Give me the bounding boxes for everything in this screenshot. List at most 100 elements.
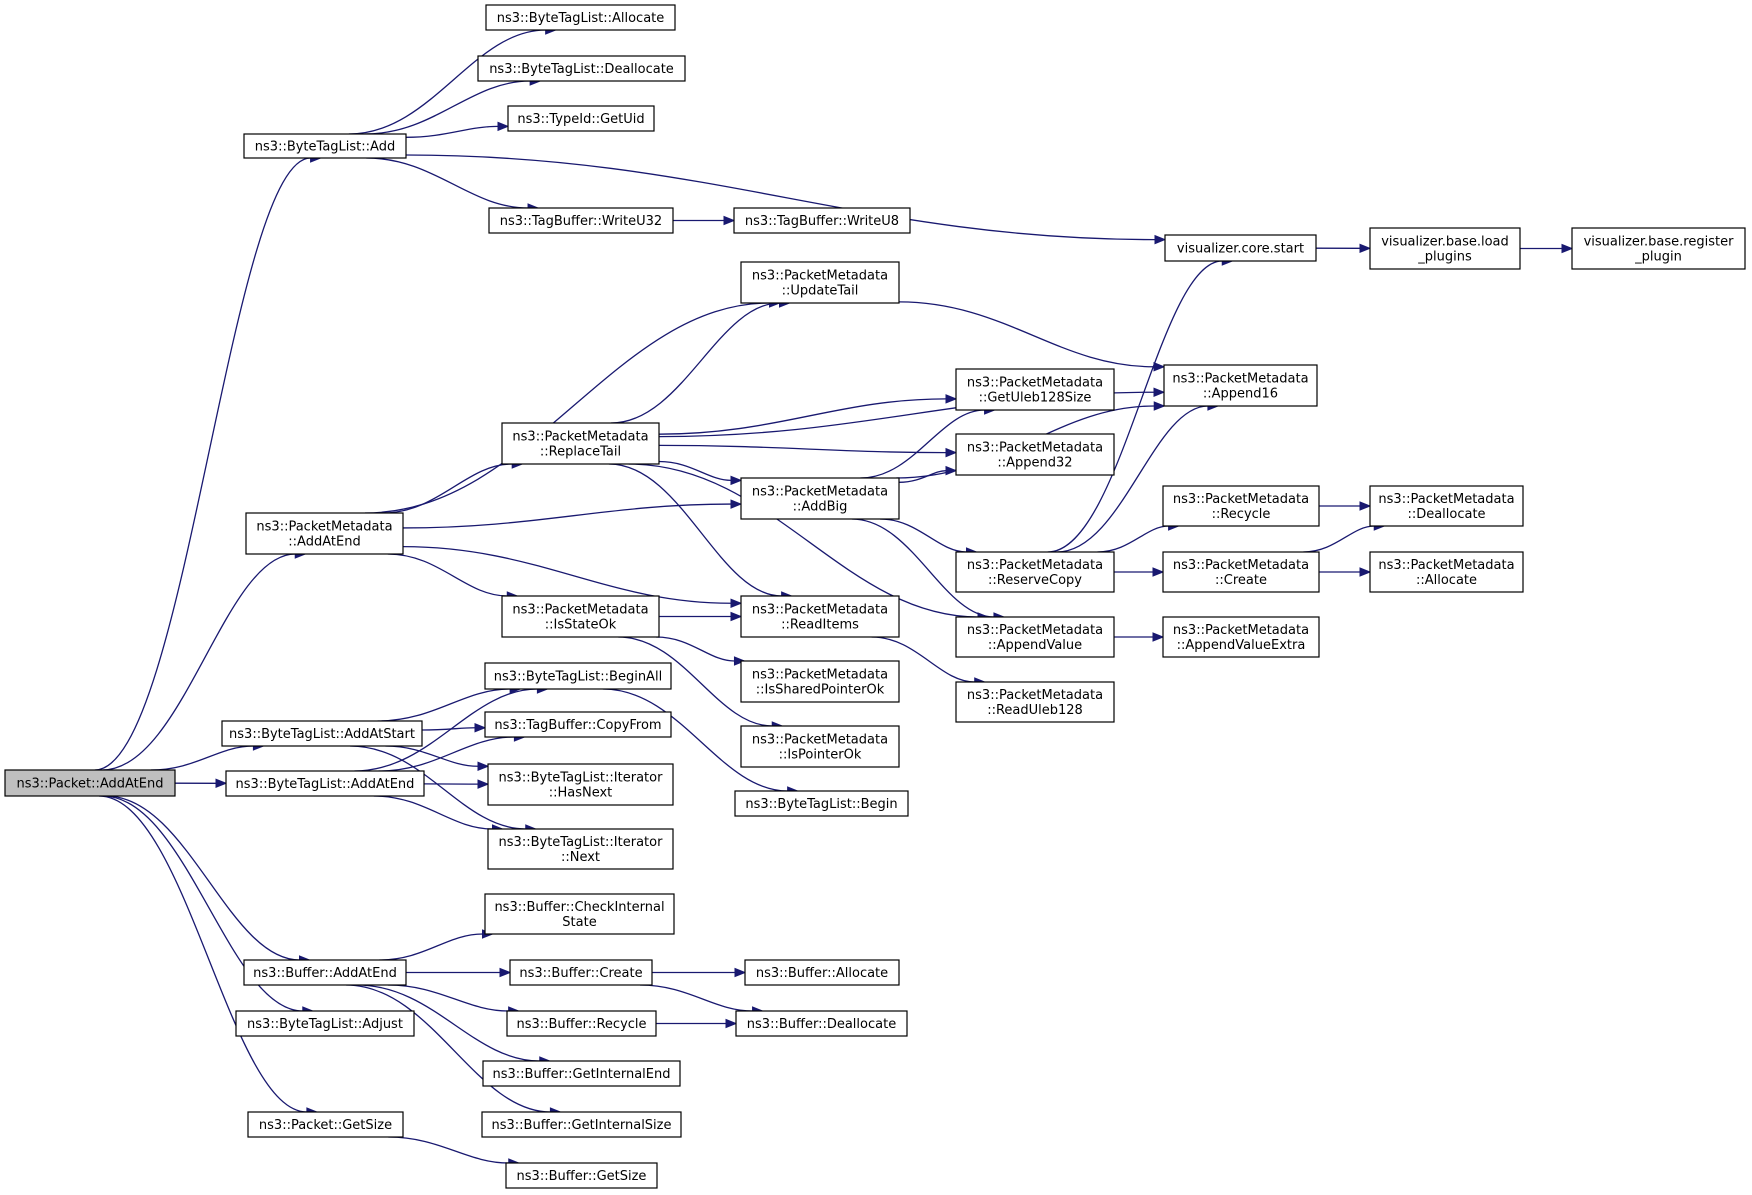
node-box <box>955 433 1115 476</box>
function-node[interactable]: ns3::TagBuffer::CopyFrom <box>484 711 672 738</box>
call-edge-line <box>421 727 476 731</box>
node-label: ns3::PacketMetadata <box>1173 623 1309 638</box>
function-node[interactable]: ns3::PacketMetadata::Append16 <box>1163 364 1318 407</box>
function-node[interactable]: ns3::Buffer::Allocate <box>744 959 900 986</box>
nodes-layer: ns3::Packet::AddAtEndns3::ByteTagList::A… <box>4 4 1746 1189</box>
function-node[interactable]: ns3::PacketMetadata::AddBig <box>740 477 900 520</box>
function-node[interactable]: ns3::Buffer::GetInternalEnd <box>482 1060 681 1087</box>
function-node[interactable]: ns3::PacketMetadata::AppendValue <box>955 616 1115 658</box>
arrowhead <box>945 447 958 458</box>
arrowhead <box>734 967 747 978</box>
node-label: ::AddBig <box>793 500 848 515</box>
call-edge-line <box>628 463 979 618</box>
node-label: ::Deallocate <box>1407 507 1485 522</box>
function-node[interactable]: visualizer.base.register_plugin <box>1571 227 1746 270</box>
node-label: ns3::PacketMetadata <box>967 376 1103 391</box>
function-node[interactable]: ns3::PacketMetadata::Deallocate <box>1369 485 1524 527</box>
function-node[interactable]: ns3::PacketMetadata::UpdateTail <box>740 261 900 304</box>
call-edge-line <box>364 302 770 514</box>
function-node[interactable]: ns3::ByteTagList::Begin <box>734 790 909 817</box>
node-label: ns3::PacketMetadata <box>256 520 392 535</box>
node-box <box>955 616 1115 658</box>
node-label: ns3::PacketMetadata <box>967 441 1103 456</box>
function-node[interactable]: ns3::PacketMetadata::ReadItems <box>740 595 900 638</box>
call-edge-line <box>610 302 780 424</box>
call-edge-line <box>879 518 967 553</box>
node-label: ns3::Packet::GetSize <box>259 1118 392 1133</box>
function-node[interactable]: ns3::Buffer::Deallocate <box>735 1010 908 1037</box>
call-edge <box>382 459 524 514</box>
function-node[interactable]: ns3::ByteTagList::Deallocate <box>477 55 686 82</box>
function-node[interactable]: ns3::PacketMetadata::Recycle <box>1162 485 1320 527</box>
function-node[interactable]: ns3::TypeId::GetUid <box>507 105 655 132</box>
call-edge-line <box>385 745 479 767</box>
function-node[interactable]: ns3::Buffer::Recycle <box>506 1010 657 1037</box>
function-node[interactable]: ns3::ByteTagList::AddAtStart <box>221 720 423 747</box>
function-node[interactable]: ns3::ByteTagList::Allocate <box>485 4 676 31</box>
function-node[interactable]: ns3::ByteTagList::Adjust <box>235 1010 415 1037</box>
function-node[interactable]: visualizer.base.load_plugins <box>1369 227 1521 270</box>
call-edge-line <box>658 460 732 482</box>
function-node[interactable]: ns3::Buffer::AddAtEnd <box>243 959 407 986</box>
call-edge-line <box>346 984 551 1113</box>
function-node[interactable]: visualizer.core.start <box>1164 234 1317 262</box>
call-edge <box>388 1136 521 1168</box>
function-node[interactable]: ns3::PacketMetadata::AddAtEnd <box>245 512 404 555</box>
function-node[interactable]: ns3::Buffer::GetInternalSize <box>481 1111 682 1138</box>
call-edge-line <box>618 636 773 727</box>
function-node[interactable]: ns3::PacketMetadata::Create <box>1162 551 1320 593</box>
function-node[interactable]: ns3::Buffer::GetSize <box>505 1162 658 1189</box>
function-node[interactable]: ns3::TagBuffer::WriteU32 <box>488 207 674 234</box>
call-edge-line <box>1047 260 1223 553</box>
node-label: ns3::PacketMetadata <box>752 668 888 683</box>
node-label: ns3::PacketMetadata <box>1173 558 1309 573</box>
arrowhead <box>474 723 487 733</box>
node-label: ::ReplaceTail <box>540 445 621 460</box>
function-node[interactable]: ns3::PacketMetadata::Allocate <box>1369 551 1524 593</box>
function-node[interactable]: ns3::ByteTagList::Add <box>243 133 407 159</box>
call-edge <box>387 553 519 601</box>
node-box <box>735 1010 908 1037</box>
node-label: ::AppendValueExtra <box>1177 638 1306 653</box>
node-label: ::ReserveCopy <box>988 573 1082 588</box>
call-edge-line <box>102 553 296 771</box>
call-edge <box>405 121 510 138</box>
node-label: ns3::ByteTagList::BeginAll <box>494 670 662 685</box>
arrowhead <box>477 779 490 789</box>
node-label: State <box>562 915 596 930</box>
call-edge-line <box>94 157 311 771</box>
function-node[interactable]: ns3::PacketMetadata::Append32 <box>955 433 1115 476</box>
call-edge <box>879 518 978 557</box>
function-node[interactable]: ns3::PacketMetadata::AppendValueExtra <box>1162 616 1320 658</box>
function-node[interactable]: ns3::ByteTagList::Iterator::HasNext <box>487 763 674 806</box>
node-label: ns3::ByteTagList::Iterator <box>499 835 664 850</box>
node-box <box>505 1162 658 1189</box>
function-node[interactable]: ns3::TagBuffer::WriteU8 <box>733 207 911 234</box>
arrowhead <box>730 598 743 609</box>
arrowhead <box>499 967 512 978</box>
function-node[interactable]: ns3::PacketMetadata::IsStateOk <box>501 595 660 638</box>
call-edge-line <box>366 157 529 209</box>
function-node[interactable]: ns3::PacketMetadata::IsSharedPointerOk <box>740 660 900 703</box>
arrowhead <box>733 656 746 666</box>
node-label: ns3::PacketMetadata <box>752 603 888 618</box>
node-label: _plugins <box>1417 250 1472 265</box>
function-node[interactable]: ns3::PacketMetadata::ReadUleb128 <box>955 681 1115 723</box>
call-edge-line <box>349 745 526 830</box>
function-node[interactable]: ns3::ByteTagList::AddAtEnd <box>225 770 425 797</box>
function-node[interactable]: ns3::ByteTagList::Iterator::Next <box>487 828 674 870</box>
node-label: ns3::ByteTagList::Allocate <box>497 11 665 26</box>
function-node[interactable]: ns3::ByteTagList::BeginAll <box>484 662 672 690</box>
node-box <box>740 725 900 768</box>
function-node[interactable]: ns3::PacketMetadata::ReplaceTail <box>501 422 660 465</box>
function-node[interactable]: ns3::Packet::GetSize <box>247 1111 404 1138</box>
root-node[interactable]: ns3::Packet::AddAtEnd <box>4 769 176 797</box>
function-node[interactable]: ns3::PacketMetadata::GetUleb128Size <box>955 368 1115 411</box>
function-node[interactable]: ns3::PacketMetadata::IsPointerOk <box>740 725 900 768</box>
call-edge <box>898 301 1166 372</box>
call-edge <box>898 465 958 483</box>
call-edge <box>1315 243 1372 254</box>
function-node[interactable]: ns3::PacketMetadata::ReserveCopy <box>955 551 1115 593</box>
function-node[interactable]: ns3::Buffer::Create <box>509 959 653 986</box>
